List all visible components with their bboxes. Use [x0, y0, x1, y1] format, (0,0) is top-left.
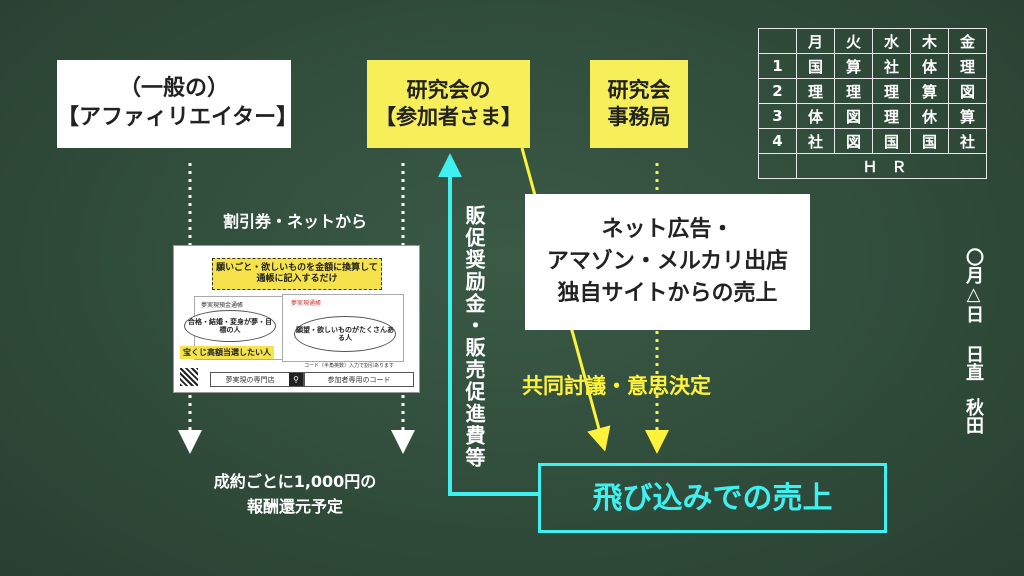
timetable-cell: 理: [872, 78, 911, 104]
reward-line1: 成約ごとに1,000円の: [213, 472, 377, 491]
sales-line2: アマゾン・メルカリ出店: [546, 249, 789, 275]
affiliator-line2: 【アファィリエイター】: [57, 105, 299, 130]
timetable-cell: 木: [910, 28, 949, 54]
timetable-cell: 体: [796, 103, 835, 129]
timetable-cell: 4: [758, 128, 797, 154]
timetable-cell: 火: [834, 28, 873, 54]
flyer-cloud-left: 合格・結婚・変身が夢・目標の人: [184, 310, 276, 342]
reward-text: 成約ごとに1,000円の 報酬還元予定: [160, 470, 430, 520]
timetable-cell: 体: [910, 53, 949, 79]
timetable: 月 火 水 木 金 1 国 算 社 体 理 2 理 理 理 算 図 3 体 図 …: [758, 28, 987, 179]
consensus-text: 共同討議・意思決定: [522, 374, 711, 398]
flyer-lottery-tag: 宝くじ高額当選したい人: [180, 346, 274, 359]
timetable-cell: 国: [796, 53, 835, 79]
timetable-cell: 算: [834, 53, 873, 79]
timetable-cell: 1: [758, 53, 797, 79]
discount-label: 割引券・ネットから: [222, 212, 367, 231]
participant-line2: 【参加者さま】: [375, 105, 522, 129]
timetable-row: 1 国 算 社 体 理: [758, 53, 987, 79]
timetable-cell: 国: [872, 128, 911, 154]
timetable-cell: 理: [872, 103, 911, 129]
board-name: 秋田: [963, 398, 984, 434]
timetable-cell: 休: [910, 103, 949, 129]
timetable-cell: 図: [834, 103, 873, 129]
sales-channels-box: ネット広告・ アマゾン・メルカリ出店 独自サイトからの売上: [525, 194, 810, 330]
timetable-cell: 理: [834, 78, 873, 104]
timetable-header: 月 火 水 木 金: [758, 28, 987, 54]
timetable-row: 3 体 図 理 休 算: [758, 103, 987, 129]
timetable-hr: ＨＲ: [796, 153, 987, 179]
walkin-sales-box: 飛び込みでの売上: [538, 463, 887, 533]
incentive-text: 販促奨励金・販売促進費等: [462, 205, 486, 469]
participant-box: 研究会の 【参加者さま】: [367, 60, 530, 148]
flyer-banner: 願いごと・欲しいものを金額に換算して通帳に記入するだけ: [212, 258, 382, 290]
affiliator-box: （一般の） 【アファィリエイター】: [57, 60, 299, 148]
flyer-search-icon: ⚲: [289, 373, 303, 386]
timetable-cell: 3: [758, 103, 797, 129]
timetable-cell: 水: [872, 28, 911, 54]
office-line2: 事務局: [607, 105, 671, 129]
board-date: 〇月△日: [963, 248, 984, 323]
timetable-cell: 2: [758, 78, 797, 104]
flyer-search1-text: 夢実現の専門店: [225, 375, 275, 384]
timetable-row: 2 理 理 理 算 図: [758, 78, 987, 104]
timetable-cell: 社: [796, 128, 835, 154]
flyer-search-box: 夢実現の専門店 ⚲: [210, 372, 304, 387]
sales-line3: 独自サイトからの売上: [557, 280, 778, 306]
timetable-cell: 国: [910, 128, 949, 154]
timetable-cell: 理: [948, 53, 987, 79]
timetable-cell: 理: [796, 78, 835, 104]
timetable-cell: 算: [948, 103, 987, 129]
timetable-cell: 図: [834, 128, 873, 154]
flyer-qr-code: [180, 368, 198, 386]
walkin-sales-text: 飛び込みでの売上: [592, 480, 833, 516]
timetable-cell: 社: [948, 128, 987, 154]
office-line1: 研究会: [607, 77, 671, 102]
participant-line1: 研究会の: [406, 77, 491, 102]
flyer-image: 願いごと・欲しいものを金額に換算して通帳に記入するだけ 夢実現預金通帳 夢実現通…: [173, 245, 420, 393]
sales-line1: ネット広告・: [601, 217, 734, 243]
flyer-card1-title: 夢実現預金通帳: [201, 302, 244, 309]
timetable-cell: [758, 28, 797, 54]
affiliator-line1: （一般の）: [118, 76, 229, 102]
flyer-code-box: 参加者専用のコード: [304, 372, 414, 387]
incentive-return-arrow: [438, 153, 538, 496]
flyer-code-note: コード（半角英数）入力で割引あります: [304, 363, 395, 369]
timetable-hr-row: ＨＲ: [758, 153, 987, 179]
reward-line2: 報酬還元予定: [246, 496, 343, 516]
flyer-search2-text: 参加者専用のコード: [327, 375, 391, 384]
timetable-cell: [758, 153, 797, 179]
timetable-row: 4 社 図 国 国 社: [758, 128, 987, 154]
timetable-cell: 社: [872, 53, 911, 79]
timetable-cell: 図: [948, 78, 987, 104]
flyer-cloud-right: 願望・欲しいものがたくさんある人: [294, 316, 396, 352]
timetable-cell: 月: [796, 28, 835, 54]
timetable-cell: 金: [948, 28, 987, 54]
flyer-card2-title: 夢実現通帳: [291, 300, 322, 307]
timetable-cell: 算: [910, 78, 949, 104]
board-duty: 日直: [963, 345, 984, 381]
office-box: 研究会 事務局: [590, 60, 688, 148]
